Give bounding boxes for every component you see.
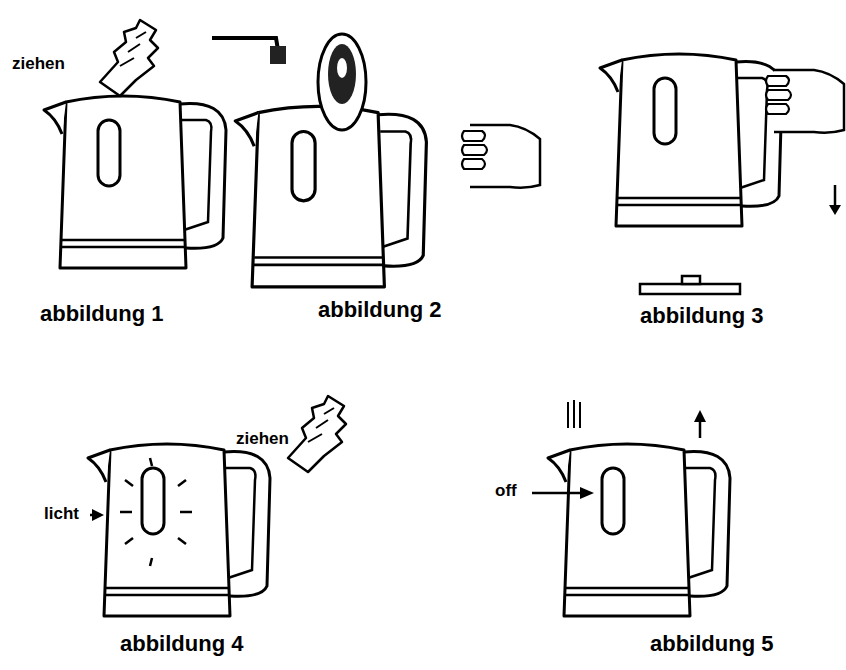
pull-label: ziehen bbox=[236, 430, 289, 449]
figure-label: abbildung 4 bbox=[120, 632, 243, 656]
off-label: off bbox=[495, 482, 517, 501]
figure-label: abbildung 3 bbox=[640, 304, 763, 328]
figure-label: abbildung 2 bbox=[318, 298, 441, 322]
pull-label: ziehen bbox=[12, 55, 65, 74]
light-label: licht bbox=[44, 505, 79, 524]
figure-label: abbildung 1 bbox=[40, 302, 163, 326]
figure-label: abbildung 5 bbox=[650, 632, 773, 656]
